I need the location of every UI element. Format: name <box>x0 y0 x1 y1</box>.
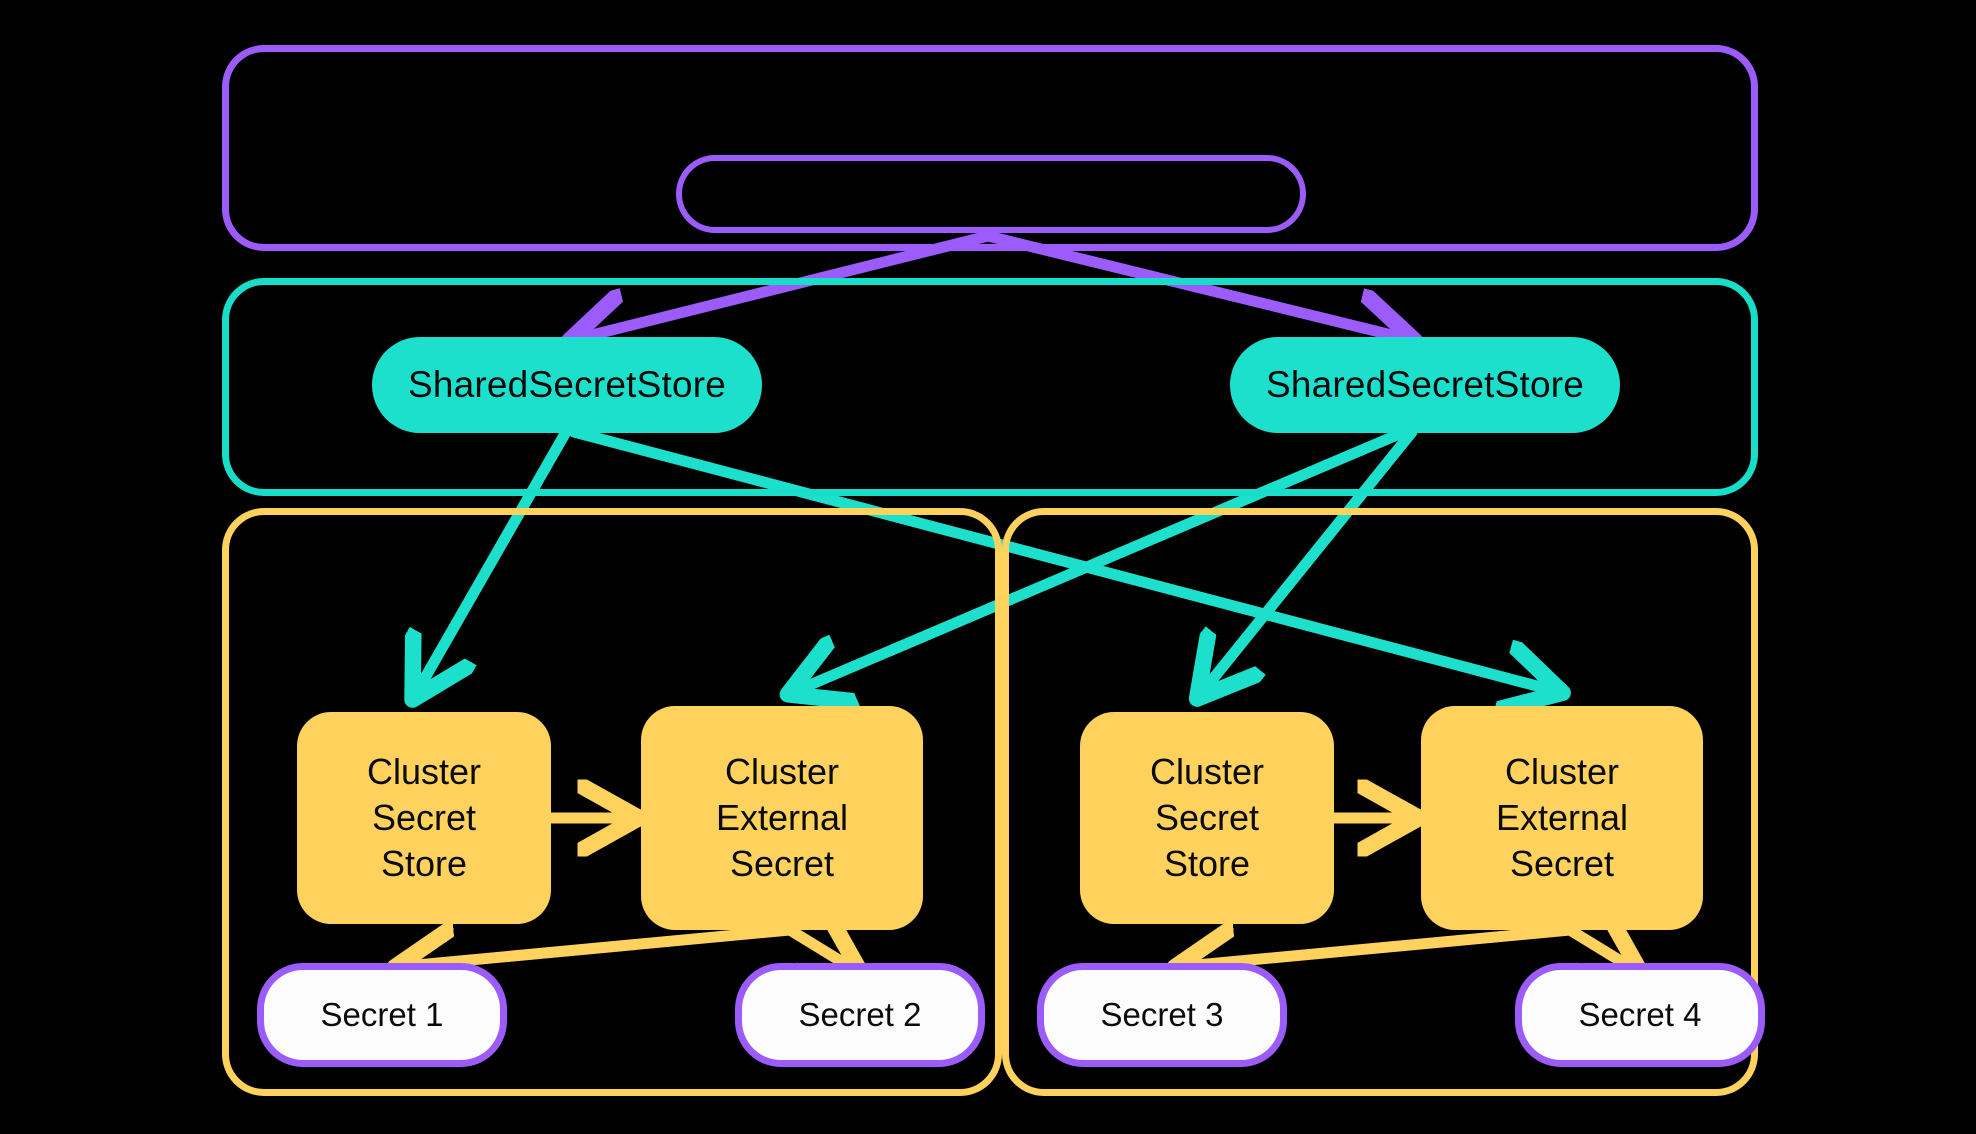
shared-secret-store-right-label: SharedSecretStore <box>1265 364 1585 405</box>
secret-3-label: Secret 3 <box>1100 996 1224 1033</box>
node-secret-3[interactable]: Secret 3 <box>1037 963 1287 1067</box>
cluster-external-secret-left-line2: External <box>715 796 849 838</box>
cluster-secret-store-right-line3: Store <box>1163 843 1251 885</box>
shared-secret-store-left-label: SharedSecretStore <box>407 364 727 405</box>
node-shared-secret-store-left[interactable]: SharedSecretStore <box>372 337 762 433</box>
secret-1-label: Secret 1 <box>320 996 444 1033</box>
node-secret-2[interactable]: Secret 2 <box>735 963 985 1067</box>
node-cluster-external-secret-left[interactable]: Cluster External Secret <box>641 706 923 930</box>
node-cluster-secret-store-left[interactable]: Cluster Secret Store <box>297 712 551 924</box>
teal-arrow-right-store-to-right-css <box>1204 426 1418 690</box>
cluster-secret-store-right-line1: Cluster <box>1149 750 1265 792</box>
teal-arrow-left-store-to-right-ces <box>568 426 1552 690</box>
group-top-purple <box>222 45 1758 251</box>
cluster-secret-store-left-line2: Secret <box>371 796 477 838</box>
node-cluster-secret-store-right[interactable]: Cluster Secret Store <box>1080 712 1334 924</box>
teal-arrow-left-store-to-left-css <box>418 426 572 690</box>
node-cluster-external-secret-right[interactable]: Cluster External Secret <box>1421 706 1703 930</box>
cluster-secret-store-left-line3: Store <box>380 843 468 885</box>
group-cluster-right <box>1002 508 1758 1096</box>
cluster-external-secret-left-line3: Secret <box>729 843 835 885</box>
cluster-secret-store-right-line2: Secret <box>1154 796 1260 838</box>
cluster-external-secret-right-line1: Cluster <box>1504 750 1620 792</box>
cluster-external-secret-right-line3: Secret <box>1509 843 1615 885</box>
purple-arrow-to-right-shared-store <box>982 230 1404 338</box>
purple-arrow-to-left-shared-store <box>580 230 994 338</box>
cluster-external-secret-right-line2: External <box>1495 796 1629 838</box>
yellow-arrow-right-ces-to-secret4 <box>1564 930 1632 968</box>
secret-4-label: Secret 4 <box>1578 996 1702 1033</box>
node-secret-1[interactable]: Secret 1 <box>257 963 507 1067</box>
yellow-arrow-left-ces-to-secret2 <box>784 930 852 968</box>
group-teal-shared <box>222 278 1758 496</box>
secret-2-label: Secret 2 <box>798 996 922 1033</box>
group-top-inner-pill <box>676 155 1306 233</box>
node-shared-secret-store-right[interactable]: SharedSecretStore <box>1230 337 1620 433</box>
yellow-arrow-left-ces-to-secret1 <box>406 930 796 966</box>
node-secret-4[interactable]: Secret 4 <box>1515 963 1765 1067</box>
cluster-external-secret-left-line1: Cluster <box>724 750 840 792</box>
yellow-arrow-right-ces-to-secret3 <box>1186 930 1576 966</box>
cluster-secret-store-left-line1: Cluster <box>366 750 482 792</box>
group-cluster-left <box>222 508 1002 1096</box>
teal-arrow-right-store-to-left-ces <box>798 426 1410 690</box>
